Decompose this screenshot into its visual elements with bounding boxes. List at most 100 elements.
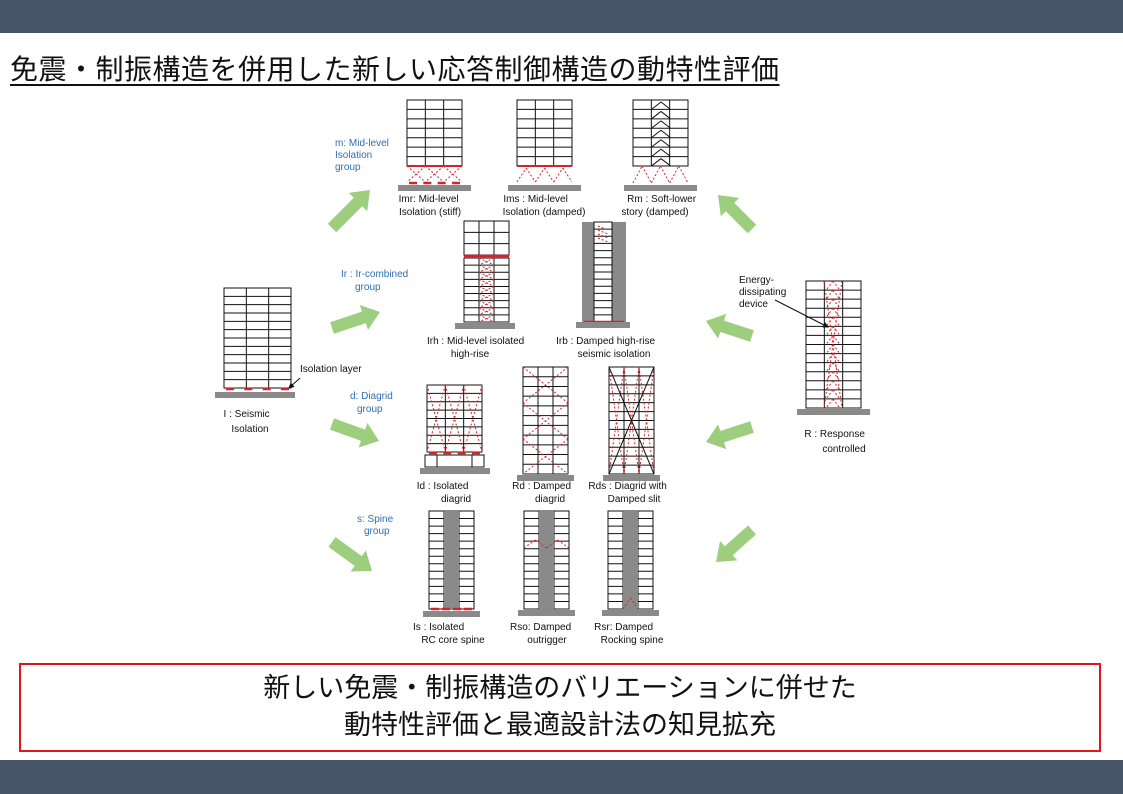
- damper-brace: [478, 264, 495, 273]
- damper-brace: [650, 165, 661, 184]
- damper-brace: [597, 225, 609, 231]
- damper-brace: [832, 298, 840, 308]
- damper-brace: [669, 165, 680, 184]
- flow-arrow: [706, 421, 754, 450]
- damper-brace: [544, 167, 555, 183]
- label-Ims: Ims : Mid-level Isolation (damped): [503, 194, 586, 218]
- label-Rm: Rm : Soft-lower story (damped): [621, 194, 698, 218]
- damper-brace: [832, 362, 840, 371]
- damper-brace: [826, 371, 834, 381]
- flow-arrow: [706, 313, 754, 342]
- foundation-slab: [215, 392, 295, 398]
- isolation-layer-pointer: [288, 377, 301, 389]
- building-frame: [632, 99, 689, 167]
- building-drawings: [215, 99, 870, 617]
- foundation-slab: [603, 475, 660, 481]
- damper-brace: [478, 307, 495, 316]
- damper-brace: [832, 380, 840, 390]
- group-label-s: s: Spine group: [357, 514, 396, 537]
- foundation-slab: [517, 475, 574, 481]
- damper-brace: [826, 353, 834, 362]
- damper-brace: [522, 366, 569, 404]
- frame-line: [608, 366, 655, 475]
- core-wall: [623, 511, 638, 609]
- damper-brace: [478, 278, 495, 287]
- damper-brace: [826, 326, 834, 335]
- chevron-brace: [651, 101, 662, 110]
- damper-brace: [678, 165, 689, 184]
- chevron-brace: [651, 129, 662, 138]
- core-wall: [582, 222, 594, 322]
- conclusion-line-2: 動特性評価と最適設計法の知見拡充: [344, 710, 776, 741]
- frame-rect: [424, 454, 485, 468]
- damper-brace: [478, 271, 495, 280]
- damper-brace: [425, 165, 444, 183]
- foundation-slab: [797, 409, 870, 415]
- damper-brace: [660, 165, 671, 184]
- chevron-brace: [651, 120, 662, 129]
- foundation-slab: [602, 610, 659, 616]
- chevron-brace: [651, 148, 662, 157]
- foundation-slab: [420, 468, 490, 474]
- label-Id: Id : Isolated diagrid: [417, 481, 471, 505]
- damper-brace: [478, 300, 495, 309]
- building-frame: [406, 99, 463, 167]
- group-label-d: d: Diagrid group: [350, 391, 396, 415]
- flow-arrow: [328, 537, 372, 572]
- core-wall: [539, 511, 554, 609]
- damper-brace: [832, 335, 840, 344]
- chevron-brace: [660, 120, 671, 129]
- damper-brace: [525, 167, 536, 183]
- damper-brace: [832, 398, 840, 408]
- core-wall: [612, 222, 626, 322]
- building-frame: [516, 99, 573, 167]
- page-title: 免震・制振構造を併用した新しい応答制御構造の動特性評価: [10, 53, 780, 86]
- damper-brace: [832, 280, 840, 290]
- damper-brace: [597, 233, 609, 239]
- damper-brace: [522, 402, 569, 440]
- foundation-slab: [398, 185, 471, 191]
- damper-brace: [826, 280, 834, 290]
- device-pointer: [774, 299, 829, 328]
- bottom-band: [0, 760, 1123, 794]
- foundation-slab: [455, 323, 515, 329]
- chevron-brace: [651, 139, 662, 148]
- damper-brace: [562, 167, 573, 183]
- damper-brace: [553, 167, 564, 183]
- isolation-layer-label: Isolation layer: [300, 364, 362, 375]
- label-Rso: Rso: Damped outrigger: [510, 622, 574, 646]
- damper-brace: [444, 384, 465, 453]
- damper-brace: [832, 289, 840, 299]
- chevron-brace: [660, 101, 671, 110]
- damper-brace: [406, 165, 426, 183]
- flow-arrow: [327, 190, 370, 233]
- damper-brace: [478, 257, 495, 266]
- damper-brace: [478, 285, 495, 294]
- damper-brace: [832, 326, 840, 335]
- damper-brace: [832, 389, 840, 399]
- foundation-slab: [423, 611, 480, 617]
- label-Irb: Irb : Damped high-rise seismic isolation: [556, 336, 658, 360]
- label-Irh: Irh : Mid-level isolated high-rise: [427, 336, 527, 360]
- damper-brace: [463, 384, 483, 453]
- device-label: Energy- dissipating device: [739, 275, 789, 310]
- foundation-slab: [624, 185, 697, 191]
- damper-brace: [826, 389, 834, 399]
- damper-brace: [832, 353, 840, 362]
- damper-brace: [597, 229, 609, 235]
- damper-brace: [641, 165, 652, 184]
- chevron-brace: [660, 111, 671, 119]
- damper-brace: [826, 380, 834, 390]
- damper-brace: [832, 307, 840, 317]
- damper-brace: [826, 335, 834, 344]
- damper-brace: [478, 314, 495, 323]
- core-wall: [444, 511, 459, 609]
- label-Rsr: Rsr: Damped Rocking spine: [594, 622, 664, 646]
- damper-brace: [597, 237, 609, 243]
- label-Is: Is : Isolated RC core spine: [413, 622, 485, 646]
- chevron-brace: [660, 139, 671, 148]
- building-frame: [463, 220, 510, 256]
- damper-brace: [522, 438, 569, 475]
- damper-brace: [826, 289, 834, 299]
- flow-arrow: [330, 305, 380, 334]
